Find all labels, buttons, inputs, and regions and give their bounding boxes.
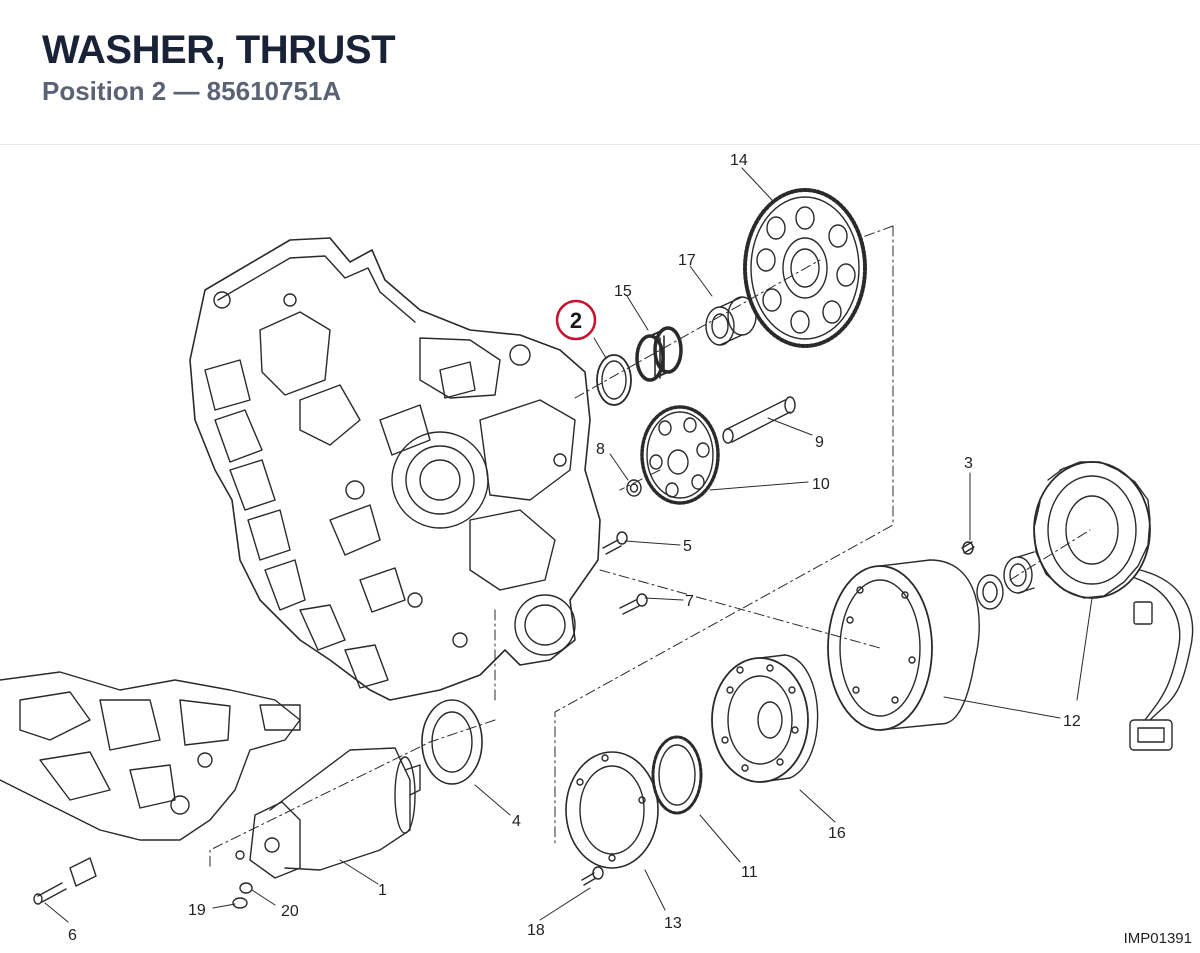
part-2-thrust-washer [596,354,632,406]
part-20-washer [239,882,253,894]
callout-6: 6 [68,927,77,944]
callout-7: 7 [685,593,694,610]
part-8-washer [626,479,642,497]
callout-4: 4 [512,813,521,830]
part-15-bearing [635,326,683,382]
part-7-bolt [619,593,648,615]
header: WASHER, THRUST Position 2 — 85610751A [0,0,1200,145]
part-3-screw [961,541,975,555]
part-4-gasket [421,699,483,785]
callout-5: 5 [683,538,692,555]
callout-15: 15 [614,283,632,300]
page-subtitle: Position 2 — 85610751A [42,76,342,106]
stator-washer [976,574,1004,610]
callout-3: 3 [964,455,973,472]
part-14-ring-gear [743,188,867,348]
callout-labels: 14 17 15 9 8 10 3 5 7 12 4 16 11 1 20 19… [68,152,1081,944]
part-13-plate [565,751,659,869]
part-9-shaft [722,396,796,444]
highlight-callout: 2 [555,299,597,341]
part-11-sprag [651,735,703,815]
highlight-ring [555,299,597,341]
callout-13: 13 [664,915,682,932]
crankcase-drawing [189,237,601,701]
callout-10: 10 [812,476,830,493]
callout-14: 14 [730,152,748,169]
part-12-stator [1033,461,1194,751]
callout-1: 1 [378,882,387,899]
image-code: IMP01391 [1123,930,1192,947]
callout-17: 17 [678,252,696,269]
callout-8: 8 [596,441,605,458]
callout-18: 18 [527,922,545,939]
axis-lines [209,225,1091,871]
page-title: WASHER, THRUST [42,28,396,72]
callout-20: 20 [281,903,299,920]
part-18-screw [581,866,604,886]
part-10-gear [640,405,720,505]
part-6-bolt [33,857,97,905]
part-17-bushing [705,296,757,346]
part-16-clutch [711,654,819,783]
part-12-rotor [827,559,980,731]
stator-bushing [1003,551,1035,594]
callout-12: 12 [1063,713,1081,730]
callout-11: 11 [741,864,758,881]
part-5-bolt [602,531,628,555]
callout-16: 16 [828,825,846,842]
leader-lines [44,167,1093,923]
highlight-number: 2 [570,308,582,333]
crankcase-partial-drawing [0,671,301,841]
callout-19: 19 [188,902,206,919]
part-1-starter-motor [235,747,421,879]
callout-9: 9 [815,434,824,451]
part-19-washer [232,897,248,909]
